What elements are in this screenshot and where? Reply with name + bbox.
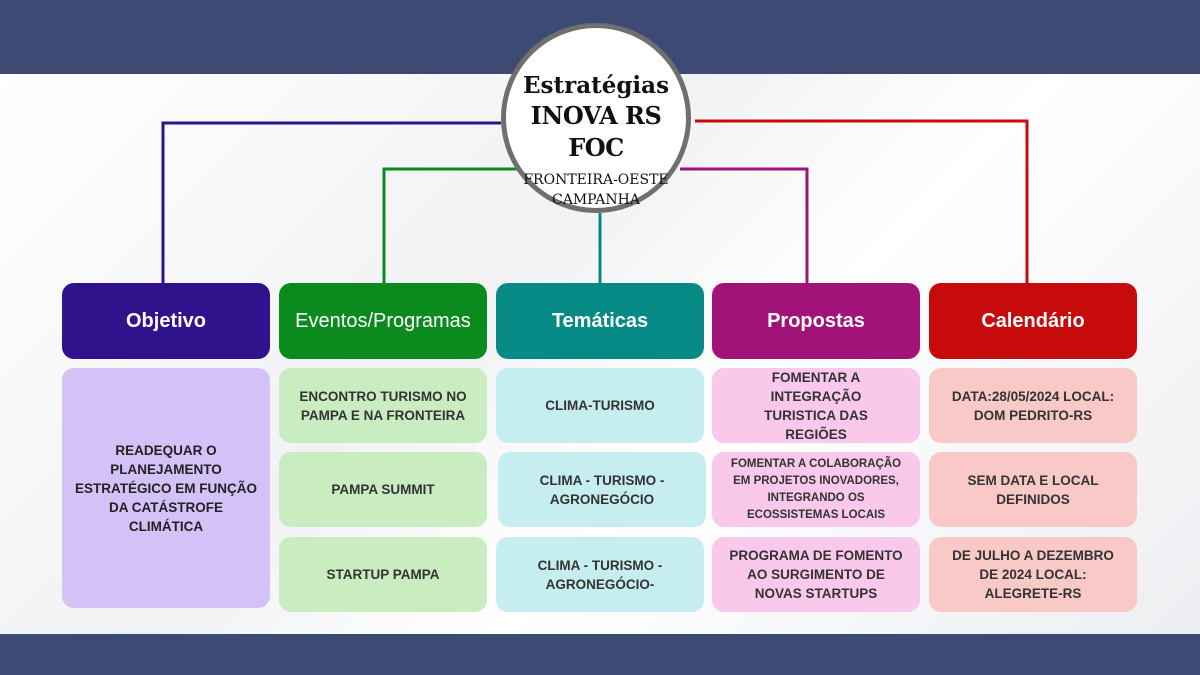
header-objetivo: Objetivo [62, 283, 270, 359]
header-tematicas: Temáticas [496, 283, 704, 359]
calendario-cell-1: DATA:28/05/2024 LOCAL: DOM PEDRITO-RS [929, 368, 1137, 443]
tematicas-cell-3: CLIMA - TURISMO - AGRONEGÓCIO- [496, 537, 704, 612]
eventos-cell-1: ENCONTRO TURISMO NO PAMPA E NA FRONTEIRA [279, 368, 487, 443]
header-calendario: Calendário [929, 283, 1137, 359]
propostas-cell-1: FOMENTAR A INTEGRAÇÃO TURISTICA DAS REGI… [712, 368, 920, 443]
header-eventos-programas: Eventos/Programas [279, 283, 487, 359]
tematicas-cell-1: CLIMA-TURISMO [496, 368, 704, 443]
connector-eventos [382, 167, 520, 283]
header-propostas: Propostas [712, 283, 920, 359]
propostas-cell-3: PROGRAMA DE FOMENTO AO SURGIMENTO DE NOV… [712, 537, 920, 612]
objetivo-cell: READEQUAR O PLANEJAMENTO ESTRATÉGICO EM … [62, 368, 270, 608]
center-line1: FRONTEIRA-OESTE [523, 172, 669, 188]
connector-objetivo [161, 121, 501, 283]
center-subtitle: INOVA RS FOC [530, 101, 662, 162]
calendario-cell-3: DE JULHO A DEZEMBRO DE 2024 LOCAL: ALEGR… [929, 537, 1137, 612]
calendario-cell-2: SEM DATA E LOCAL DEFINIDOS [929, 452, 1137, 527]
propostas-cell-2: FOMENTAR A COLABORAÇÃO EM PROJETOS INOVA… [712, 452, 920, 527]
center-line2: CAMPANHA [552, 192, 640, 208]
tematicas-cell-2: CLIMA - TURISMO - AGRONEGÓCIO [498, 452, 706, 527]
connector-propostas [680, 167, 809, 283]
center-circle: Estratégias INOVA RS FOC FRONTEIRA-OESTE… [501, 23, 691, 213]
center-title: Estratégias [522, 72, 670, 99]
connector-calendario [695, 119, 1029, 283]
eventos-cell-3: STARTUP PAMPA [279, 537, 487, 612]
eventos-cell-2: PAMPA SUMMIT [279, 452, 487, 527]
